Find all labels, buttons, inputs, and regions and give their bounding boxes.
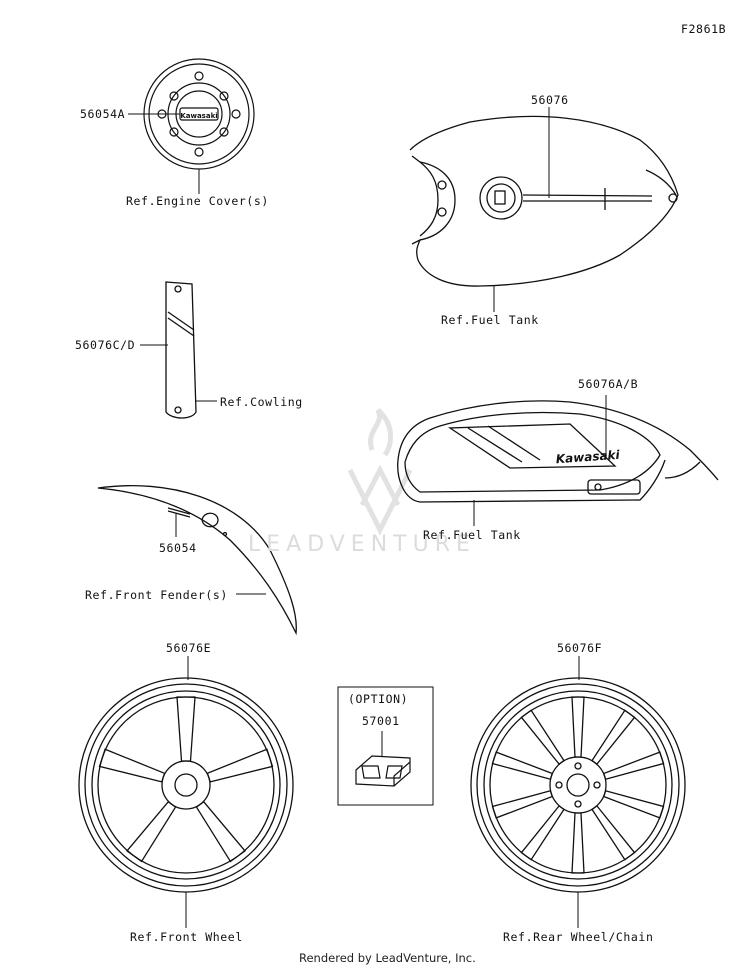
part-56076CD[interactable]: 56076C/D — [75, 338, 136, 352]
cowling-panel[interactable] — [165, 281, 197, 419]
wheel-spoke — [591, 709, 636, 766]
watermark-text: LEADVENTURE — [248, 532, 476, 557]
ref-rear-wheel[interactable]: Ref.Rear Wheel/Chain — [503, 930, 654, 944]
ref-front-fender[interactable]: Ref.Front Fender(s) — [85, 588, 228, 602]
wheel-spoke — [602, 790, 665, 819]
part-56054[interactable]: 56054 — [159, 541, 197, 555]
fuel-tank-side[interactable] — [397, 400, 719, 503]
watermark-logo — [347, 408, 413, 536]
fuel-tank-top[interactable] — [409, 115, 679, 287]
ref-cowling[interactable]: Ref.Cowling — [220, 395, 303, 409]
option-clip-part[interactable] — [355, 755, 411, 787]
part-56076F[interactable]: 56076F — [557, 641, 603, 655]
ref-engine-cover[interactable]: Ref.Engine Cover(s) — [126, 194, 269, 208]
tank-side-brand: Kawasaki — [555, 448, 621, 466]
engine-cover-brand: Kawasaki — [180, 112, 217, 120]
part-56076AB[interactable]: 56076A/B — [578, 377, 639, 391]
wheel-spoke — [206, 748, 274, 783]
part-56076E[interactable]: 56076E — [166, 641, 212, 655]
wheel-spoke — [98, 748, 166, 783]
wheel-spoke — [602, 751, 665, 780]
wheel-spoke — [571, 812, 585, 874]
part-57001[interactable]: 57001 — [362, 714, 400, 728]
front-wheel[interactable] — [78, 677, 294, 893]
ref-fuel-tank-side[interactable]: Ref.Fuel Tank — [423, 528, 521, 542]
wheel-spoke — [126, 800, 177, 863]
wheel-spoke — [195, 800, 246, 863]
front-fender[interactable] — [97, 485, 297, 636]
ref-fuel-tank-top[interactable]: Ref.Fuel Tank — [441, 313, 539, 327]
ref-front-wheel[interactable]: Ref.Front Wheel — [130, 930, 243, 944]
wheel-spoke — [571, 696, 585, 758]
wheel-spoke — [176, 696, 196, 762]
option-heading: (OPTION) — [348, 692, 409, 706]
option-box — [337, 686, 434, 806]
wheel-spoke — [591, 804, 636, 861]
diagram-code: F2861B — [681, 22, 727, 36]
footer-credit: Rendered by LeadVenture, Inc. — [299, 951, 476, 965]
wheel-spoke — [520, 709, 565, 766]
wheel-spoke — [520, 804, 565, 861]
part-56054A[interactable]: 56054A — [80, 107, 126, 121]
wheel-spoke — [491, 790, 554, 819]
rear-wheel[interactable] — [470, 677, 686, 893]
part-56076[interactable]: 56076 — [531, 93, 569, 107]
wheel-spoke — [491, 751, 554, 780]
